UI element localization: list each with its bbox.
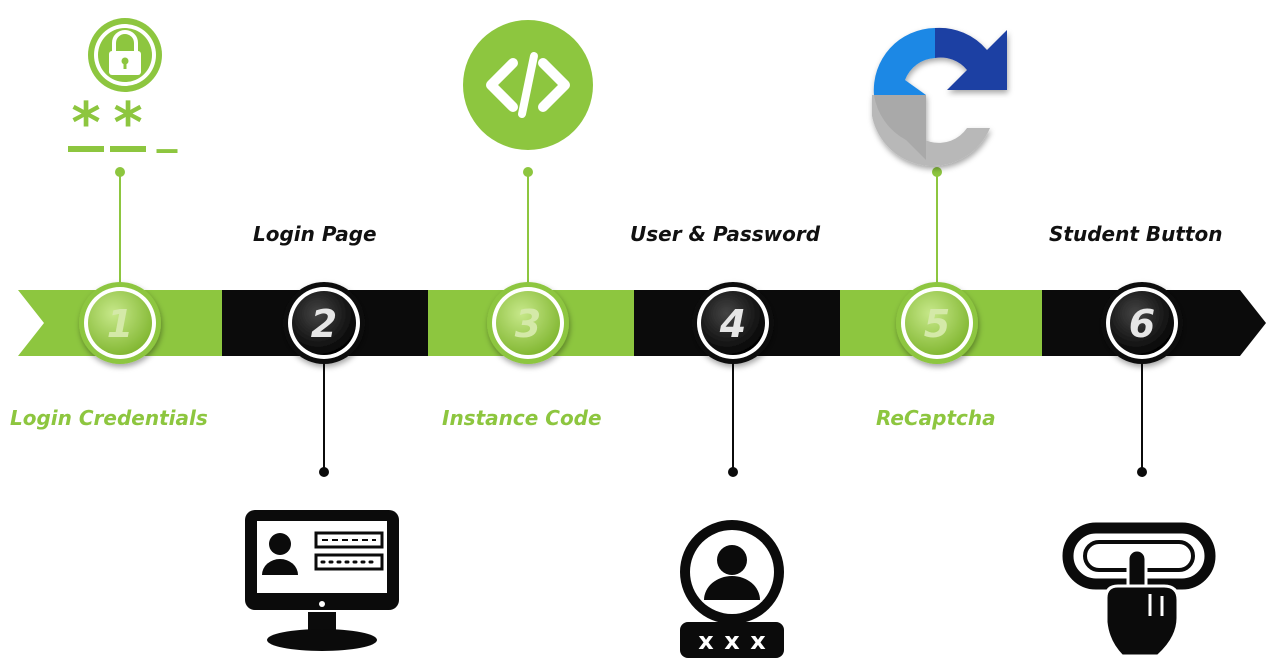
step-number-2: 2 bbox=[311, 302, 337, 346]
step-circle-6: 6 bbox=[1101, 282, 1183, 364]
step-circle-2: 2 bbox=[283, 282, 365, 364]
step-number-5: 5 bbox=[924, 302, 950, 346]
connector-dot-6 bbox=[1137, 467, 1147, 477]
user-password-mask-1: x bbox=[698, 627, 714, 655]
recaptcha-icon bbox=[872, 27, 1007, 167]
connector-dot-2 bbox=[319, 467, 329, 477]
step-circle-1: 1 bbox=[79, 282, 161, 364]
connector-dot-5 bbox=[932, 167, 942, 177]
password-mask-char-3: _ bbox=[157, 104, 178, 153]
step-label-6: Student Button bbox=[1049, 222, 1223, 246]
step-label-4: User & Password bbox=[630, 222, 821, 246]
step-number-3: 3 bbox=[515, 302, 541, 346]
step-label-5: ReCaptcha bbox=[876, 406, 996, 430]
user-password-mask-3: x bbox=[750, 627, 766, 655]
step-circle-3: 3 bbox=[487, 282, 569, 364]
password-mask-char-1: * bbox=[71, 91, 100, 156]
step-number-4: 4 bbox=[719, 302, 746, 346]
user-password-mask-2: x bbox=[724, 627, 740, 655]
password-mask-char-2: * bbox=[113, 91, 142, 156]
code-icon bbox=[463, 20, 593, 150]
step-number-6: 6 bbox=[1129, 302, 1155, 346]
step-label-3: Instance Code bbox=[442, 406, 602, 430]
computer-login-icon bbox=[245, 510, 399, 651]
step-label-1: Login Credentials bbox=[10, 406, 208, 430]
password-lock-icon: * * _ bbox=[68, 18, 178, 156]
step-number-1: 1 bbox=[107, 302, 133, 346]
timeline-ribbon bbox=[18, 290, 1266, 356]
connector-dot-4 bbox=[728, 467, 738, 477]
step-circle-4: 4 bbox=[692, 282, 774, 364]
connectors bbox=[115, 167, 1147, 477]
button-press-icon bbox=[1062, 522, 1216, 658]
connector-dot-1 bbox=[115, 167, 125, 177]
step-label-2: Login Page bbox=[253, 222, 377, 246]
connector-dot-3 bbox=[523, 167, 533, 177]
user-password-icon: x x x bbox=[680, 520, 784, 658]
step-circle-5: 5 bbox=[896, 282, 978, 364]
